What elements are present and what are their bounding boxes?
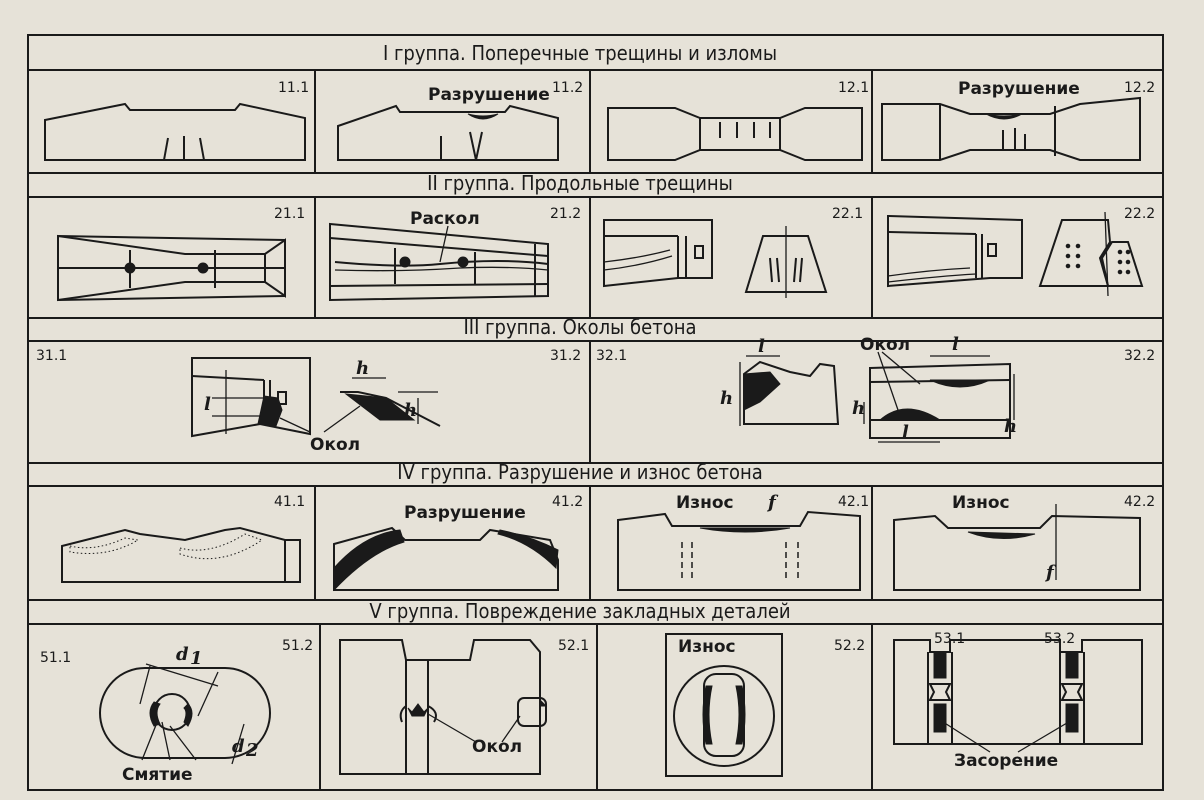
table-grid bbox=[27, 34, 1164, 791]
cell-id-51-1: 51.1 bbox=[40, 650, 71, 666]
cell-id-41-2: 41.2 bbox=[552, 494, 583, 510]
symbol-d2-sub: 2 bbox=[245, 740, 259, 761]
sketch-52-1: Окол bbox=[339, 639, 548, 775]
cell-id-52-2: 52.2 bbox=[834, 638, 865, 654]
sketch-52-2: Износ bbox=[665, 633, 783, 777]
sketch-21-2: Раскол bbox=[329, 209, 549, 302]
cell-id-21-2: 21.2 bbox=[550, 206, 581, 222]
sketch-51: d 1 d 2 Смятие bbox=[99, 644, 271, 785]
symbol-h-32-2b: h bbox=[1004, 416, 1017, 437]
sketch-32: l h l l h h Окол bbox=[720, 334, 1017, 443]
symbol-h-31-1b: h bbox=[404, 400, 417, 421]
symbol-d2: d bbox=[232, 736, 245, 757]
cell-id-12-2: 12.2 bbox=[1124, 80, 1155, 96]
sketch-31-1: l h h Окол bbox=[191, 357, 441, 455]
symbol-f-42-2: f bbox=[1044, 562, 1057, 583]
group-2-title: II группа. Продольные трещины bbox=[427, 171, 733, 195]
symbol-d1: d bbox=[176, 644, 189, 665]
symbol-l-32-2b: l bbox=[902, 422, 909, 443]
label-clogging: Засорение bbox=[954, 751, 1058, 771]
label-destruction-41-2: Разрушение bbox=[404, 503, 526, 523]
cell-id-52-1: 52.1 bbox=[558, 638, 589, 654]
label-chip-31: Окол bbox=[310, 435, 360, 455]
cell-id-41-1: 41.1 bbox=[274, 494, 305, 510]
cell-id-12-1: 12.1 bbox=[838, 80, 869, 96]
sketch-21-1 bbox=[57, 234, 286, 302]
sketch-41-1 bbox=[61, 526, 301, 583]
label-wear-42-1: Износ bbox=[676, 493, 734, 513]
label-split-21-2: Раскол bbox=[410, 209, 480, 229]
cell-id-32-1: 32.1 bbox=[596, 348, 627, 364]
group-3-title: III группа. Околы бетона bbox=[463, 315, 696, 339]
symbol-l-31-1: l bbox=[204, 394, 211, 415]
sketch-42-2: Износ f bbox=[893, 493, 1141, 591]
label-destruction-11-2: Разрушение bbox=[428, 85, 550, 105]
cell-id-22-2: 22.2 bbox=[1124, 206, 1155, 222]
sketch-41-2: Разрушение bbox=[333, 503, 559, 592]
group-5-title: V группа. Повреждение закладных деталей bbox=[369, 599, 790, 623]
label-crush: Смятие bbox=[122, 765, 193, 785]
cell-id-22-1: 22.1 bbox=[832, 206, 863, 222]
sketch-53: Засорение bbox=[893, 639, 1143, 771]
cell-id-42-2: 42.2 bbox=[1124, 494, 1155, 510]
sketch-42-1: Износ f bbox=[617, 492, 861, 591]
label-wear-52: Износ bbox=[678, 637, 736, 657]
cell-id-31-1: 31.1 bbox=[36, 348, 67, 364]
group-1-title: I группа. Поперечные трещины и изломы bbox=[383, 41, 777, 65]
cell-id-32-2: 32.2 bbox=[1124, 348, 1155, 364]
cell-id-11-1: 11.1 bbox=[278, 80, 309, 96]
sketch-22-2 bbox=[887, 211, 1144, 297]
cell-id-42-1: 42.1 bbox=[838, 494, 869, 510]
symbol-f-42-1: f bbox=[766, 492, 779, 513]
symbol-h-31-1a: h bbox=[356, 358, 369, 379]
symbol-h-32-1: h bbox=[720, 388, 733, 409]
label-chip-52: Окол bbox=[472, 737, 522, 757]
cell-id-31-2: 31.2 bbox=[550, 348, 581, 364]
symbol-l-32-1: l bbox=[758, 336, 765, 357]
cell-id-21-1: 21.1 bbox=[274, 206, 305, 222]
sketch-22-1 bbox=[603, 219, 828, 298]
dot-grid-22-2 bbox=[1065, 243, 1131, 275]
sketch-12-1 bbox=[607, 107, 863, 161]
label-wear-42-2: Износ bbox=[952, 493, 1010, 513]
symbol-d1-sub: 1 bbox=[190, 648, 203, 669]
sketch-11-1 bbox=[44, 102, 306, 161]
label-chip-32: Окол bbox=[860, 335, 910, 355]
group-4-title: IV группа. Разрушение и износ бетона bbox=[397, 460, 763, 484]
cell-id-51-2: 51.2 bbox=[282, 638, 313, 654]
cell-id-11-2: 11.2 bbox=[552, 80, 583, 96]
sketch-12-2: Разрушение bbox=[881, 79, 1141, 161]
label-destruction-12-2: Разрушение bbox=[958, 79, 1080, 99]
sketch-11-2: Разрушение bbox=[337, 85, 559, 161]
symbol-h-32-2a: h bbox=[852, 398, 865, 419]
symbol-l-32-2a: l bbox=[952, 334, 959, 355]
